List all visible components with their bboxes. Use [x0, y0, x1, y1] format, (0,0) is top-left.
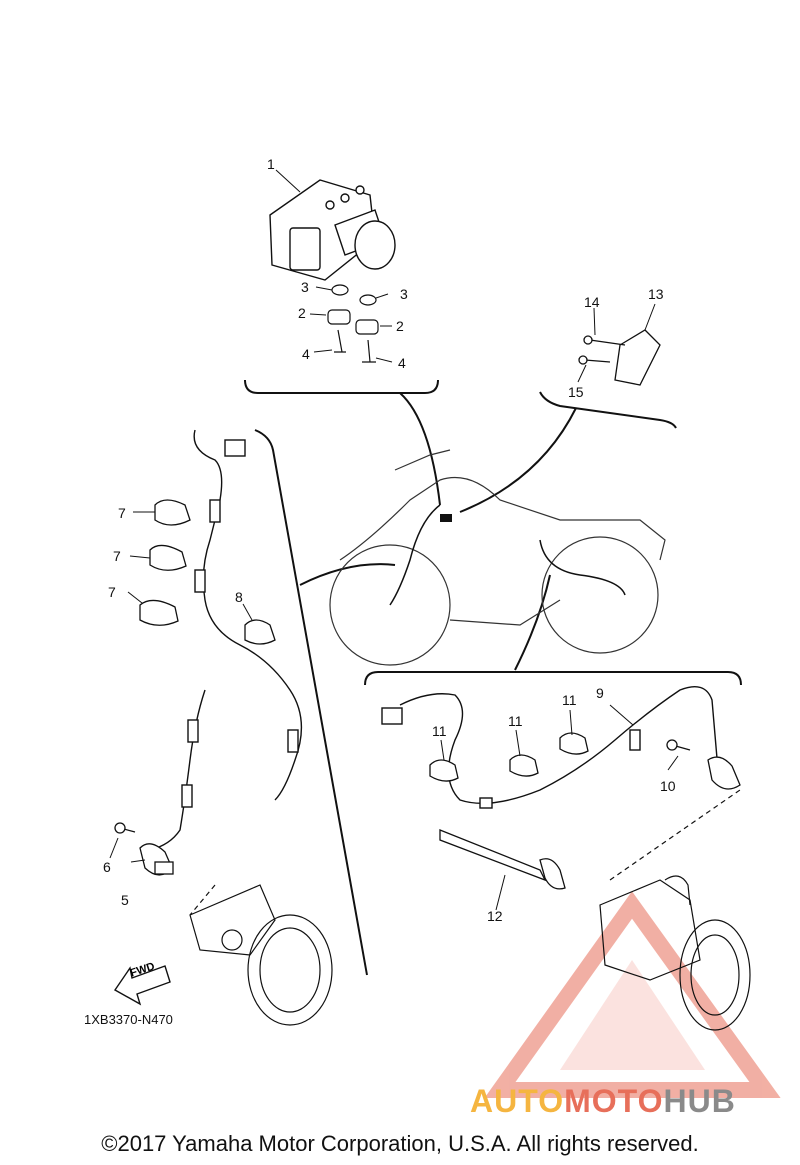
callout-7-middle: 7: [113, 548, 121, 564]
callout-10: 10: [660, 778, 676, 794]
callout-14: 14: [584, 294, 600, 310]
front-sensor-icon: [114, 822, 174, 876]
callout-5: 5: [121, 892, 129, 908]
grommets-icon: [327, 284, 379, 363]
bracket-abs-unit: [244, 379, 439, 394]
leader-2: [459, 407, 577, 513]
callout-12: 12: [487, 908, 503, 924]
callout-9: 9: [596, 685, 604, 701]
callout-11-middle: 11: [508, 713, 523, 729]
callout-4-left: 4: [302, 346, 310, 362]
rear-brake-assembly-icon: [189, 789, 751, 1031]
callout-2-right: 2: [396, 318, 404, 334]
front-wheel-sensor-harness-icon: [149, 429, 303, 851]
front-brake-disc-icon: [189, 884, 333, 1026]
leader-3: [299, 563, 396, 586]
diagram-code: 1XB3370-N470: [84, 1012, 173, 1027]
watermark-part-1: AUTO: [470, 1083, 565, 1119]
cable-clamps-icon: [139, 499, 276, 645]
watermark-part-3: HUB: [663, 1083, 736, 1119]
callout-2-left: 2: [298, 305, 306, 321]
callout-7-top: 7: [118, 505, 126, 521]
mounting-bracket-icon: [578, 329, 661, 386]
rear-wheel-sensor-harness-icon: [381, 686, 719, 809]
watermark-part-2: MOTO: [564, 1083, 664, 1119]
callout-4-right: 4: [398, 355, 406, 371]
callout-7-bottom: 7: [108, 584, 116, 600]
callout-11-right: 11: [562, 692, 577, 708]
bracket-rear-sensor: [364, 671, 742, 686]
fwd-arrow-icon: [113, 965, 171, 1006]
motorcycle-silhouette-icon: [329, 449, 666, 666]
rear-sensor-icon: [666, 739, 741, 790]
leader-1: [399, 392, 441, 506]
callout-8: 8: [235, 589, 243, 605]
callout-6: 6: [103, 859, 111, 875]
rear-cable-clamps-icon: [429, 732, 589, 782]
watermark-logo-icon: [484, 891, 781, 1098]
callout-3-right: 3: [400, 286, 408, 302]
cable-tie-icon: [439, 829, 566, 890]
callout-3-left: 3: [301, 279, 309, 295]
callout-15: 15: [568, 384, 584, 400]
bracket-bracket-group: [539, 391, 677, 429]
callout-13: 13: [648, 286, 664, 302]
copyright-notice: ©2017 Yamaha Motor Corporation, U.S.A. A…: [101, 1131, 699, 1156]
callout-1: 1: [267, 156, 275, 172]
watermark-text: AUTOMOTOHUB: [470, 1083, 736, 1120]
abs-hydraulic-unit-icon: [269, 179, 396, 281]
callout-11-left: 11: [432, 723, 447, 739]
leader-4: [514, 574, 551, 671]
bracket-front-sensor: [254, 429, 368, 976]
